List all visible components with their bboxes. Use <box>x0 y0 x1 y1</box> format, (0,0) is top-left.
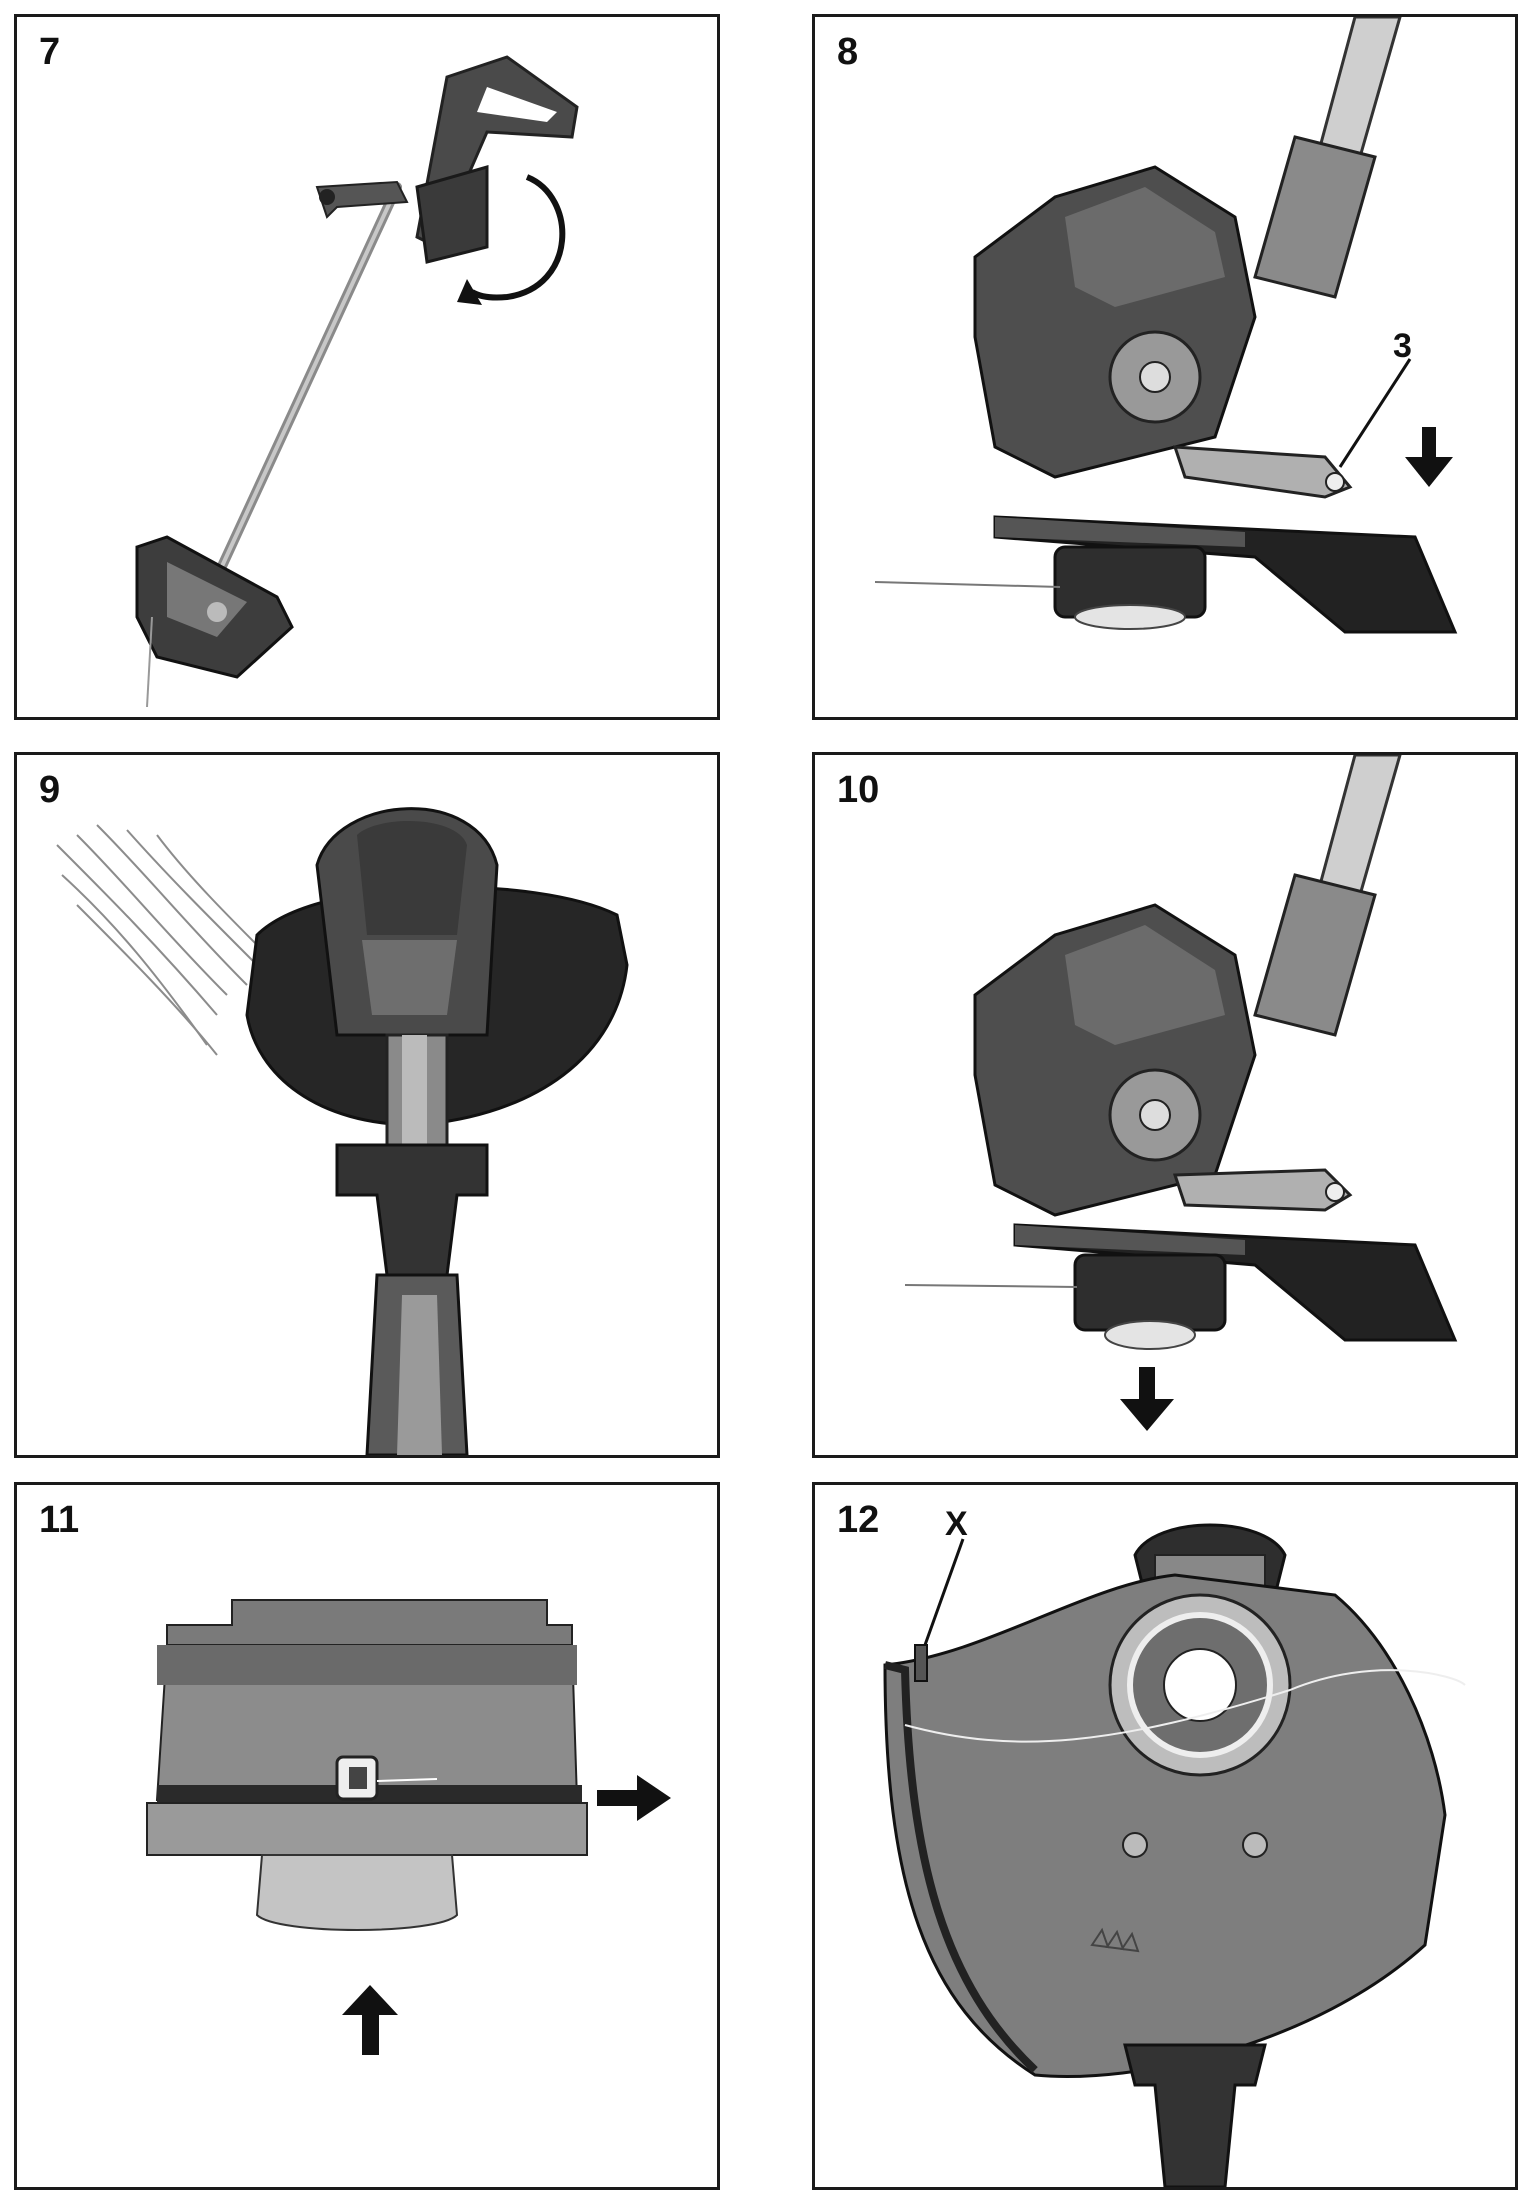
rotate-arrow-icon <box>457 174 566 305</box>
spool-cover-illustration <box>146 1599 671 2055</box>
figure-panel-7: 7 <box>14 14 720 720</box>
figure-panel-9: 9 <box>14 752 720 1458</box>
figure-panel-12: 12 X <box>812 1482 1518 2190</box>
panel-number: 7 <box>39 31 61 73</box>
panel-number: 10 <box>837 769 880 811</box>
down-arrow-icon <box>1405 427 1453 487</box>
figure-panel-8: 8 3 <box>812 14 1518 720</box>
right-arrow-icon <box>597 1775 671 1821</box>
figure-panel-10: 10 <box>812 752 1518 1458</box>
guard-underside-illustration: X <box>883 1505 1466 2187</box>
panel-number: 11 <box>39 1499 80 1541</box>
up-arrow-icon <box>342 1985 398 2055</box>
panel-number: 8 <box>837 31 859 73</box>
callout-label: X <box>945 1505 968 1543</box>
spool-removal-illustration <box>904 755 1458 1431</box>
callout-label: 3 <box>1393 327 1412 365</box>
panel-number: 9 <box>39 769 61 811</box>
trimmer-front-illustration <box>56 807 629 1455</box>
panel-number: 12 <box>837 1499 880 1541</box>
trimmer-head-side-illustration: 3 <box>874 17 1458 634</box>
figure-panel-11: 11 <box>14 1482 720 2190</box>
trimmer-assembly-illustration <box>135 55 579 708</box>
down-arrow-icon <box>1120 1367 1174 1431</box>
